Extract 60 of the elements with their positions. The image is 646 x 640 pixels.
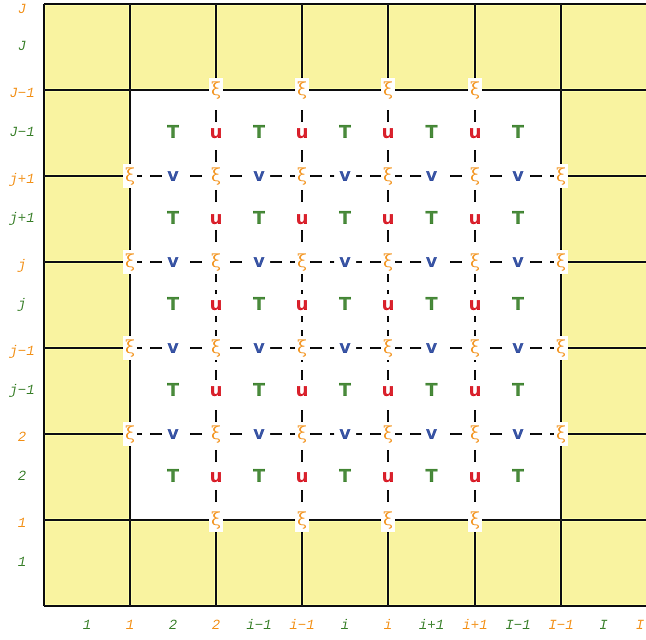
axis-label: i+1 [418,619,444,633]
grid-node-symbol: ξ [123,250,137,274]
axis-label: 1 [126,619,134,633]
axis-label: J [18,40,26,54]
axis-label: J [18,3,26,17]
axis-label: i [384,619,392,633]
axis-label: J−1 [9,126,35,140]
grid-node-symbol: ξ [209,422,223,446]
axis-label: 1 [18,517,26,531]
axis-label: I [599,619,608,633]
axis-label: 1 [82,619,92,633]
grid-node-symbol: ξ [381,508,395,532]
grid-node-symbol: ξ [123,336,137,360]
grid-node-symbol: ξ [209,336,223,360]
axis-label: 2 [18,431,26,445]
grid-node-symbol: ξ [295,78,309,102]
grid-node-symbol: ξ [295,164,309,188]
grid-node-symbol: ξ [123,164,137,188]
grid-node-symbol: ξ [123,422,137,446]
axis-label: I−1 [505,619,531,633]
axis-label: 1 [18,556,26,570]
axis-label: j+1 [9,212,35,226]
grid-node-symbol: ξ [468,164,482,188]
axis-label: j [18,298,26,312]
axis-label: 2 [212,619,220,633]
axis-label: 2 [18,470,26,484]
axis-label: j+1 [9,173,35,187]
grid-node-symbol: ξ [554,250,568,274]
axis-label: i−1 [246,619,272,633]
axis-label: i−1 [289,619,315,633]
grid-node-symbol: ξ [209,508,223,532]
grid-node-symbol: ξ [209,164,223,188]
grid-node-symbol: ξ [468,422,482,446]
grid-node-symbol: ξ [295,336,309,360]
axis-label: i+1 [462,619,488,633]
grid-node-symbol: ξ [554,336,568,360]
grid-node-symbol: ξ [381,422,395,446]
grid-node-symbol: ξ [381,336,395,360]
axis-label: I−1 [548,619,574,633]
grid-node-symbol: ξ [295,250,309,274]
grid-node-symbol: ξ [381,250,395,274]
grid-node-symbol: ξ [295,508,309,532]
grid-node-symbol: ξ [468,250,482,274]
axis-label: J−1 [9,87,35,101]
grid-node-symbol: ξ [381,164,395,188]
grid-node-symbol: ξ [381,78,395,102]
axis-label: j−1 [9,384,35,398]
grid-node-symbol: ξ [468,78,482,102]
grid-node-symbol: ξ [209,78,223,102]
grid-node-symbol: ξ [554,164,568,188]
axis-label: I [636,619,644,633]
axis-label: 2 [168,619,178,633]
grid-node-symbol: ξ [468,336,482,360]
axis-label: j [18,259,26,273]
grid-node-symbol: ξ [295,422,309,446]
grid-node-symbol: ξ [468,508,482,532]
grid-node-symbol: ξ [209,250,223,274]
axis-label: i [340,619,350,633]
grid-node-symbol: ξ [554,422,568,446]
axis-label: j−1 [9,345,35,359]
